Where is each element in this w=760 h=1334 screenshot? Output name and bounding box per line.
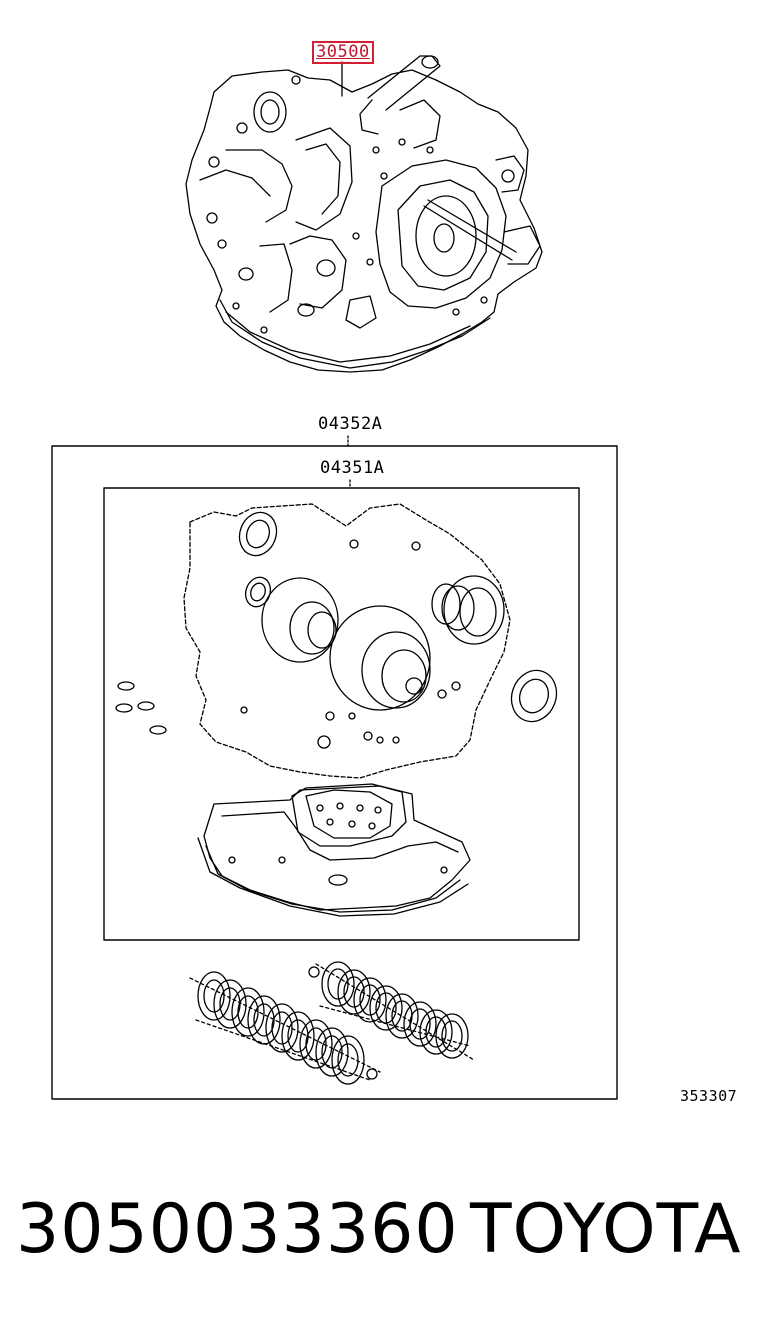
figure-number: 353307	[680, 1087, 738, 1105]
footer-part-number: 3050033360	[16, 1190, 459, 1269]
overhaul-kit-outer-frame	[51, 435, 618, 1100]
gasket-kit-inner-frame	[103, 479, 580, 941]
callout-main-part[interactable]: 30500	[312, 41, 374, 64]
transaxle-assembly-drawing	[185, 55, 543, 373]
footer-brand: TOYOTA	[470, 1190, 742, 1269]
gasket-set-drawing	[183, 503, 511, 779]
gasket-set-details	[115, 511, 558, 917]
clutch-disc-set-drawing	[189, 961, 475, 1085]
callout-inner-kit: 04351A	[320, 458, 385, 478]
callout-outer-kit: 04352A	[318, 414, 383, 434]
